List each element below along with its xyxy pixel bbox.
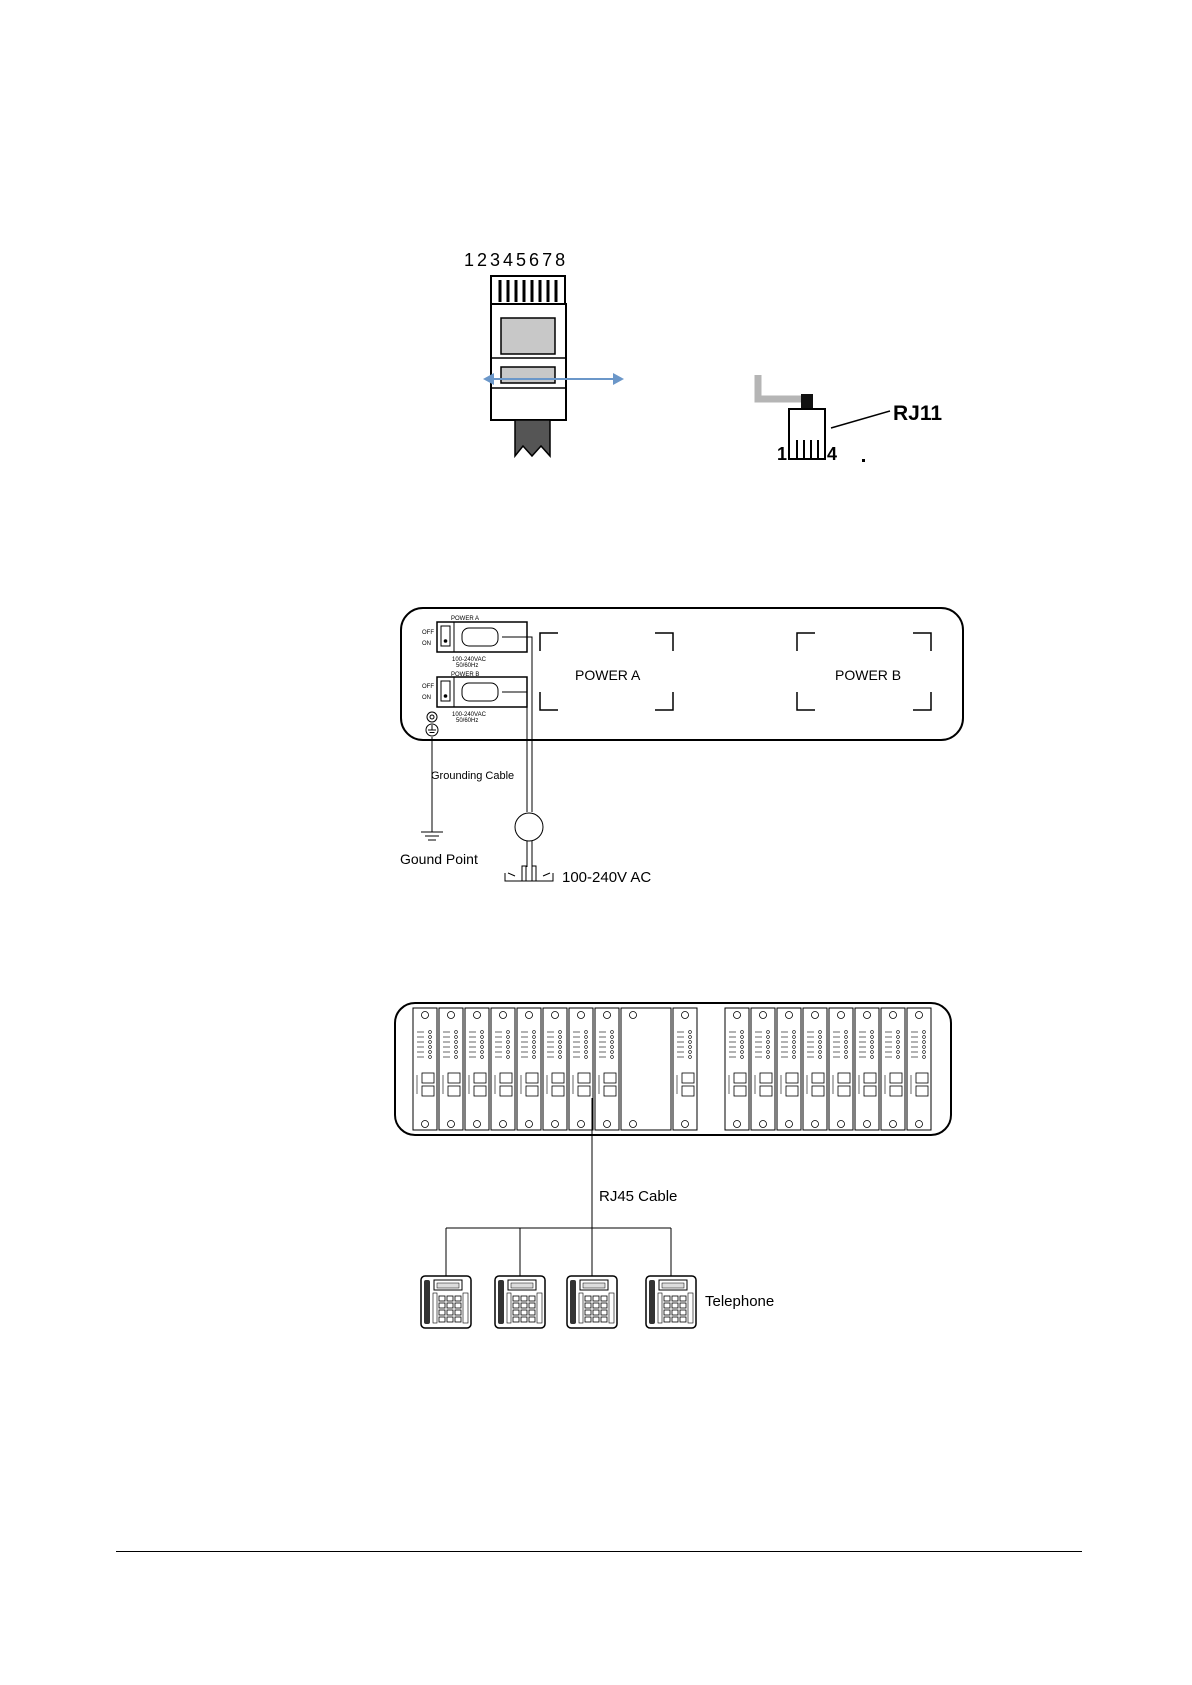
line-card-slot <box>439 1008 463 1130</box>
telephone-icon <box>567 1276 617 1328</box>
rj11-pin-first: 1 <box>777 444 787 464</box>
power-connection-diagram: POWER A OFF ON 100-240VAC 50/60Hz POWER … <box>400 608 963 886</box>
rj11-connector-diagram: 1 4 RJ11 <box>758 375 942 464</box>
rj11-latch <box>801 394 813 410</box>
rj11-leader-line <box>831 411 890 428</box>
line-card-slot <box>881 1008 905 1130</box>
svg-text:ON: ON <box>422 695 431 701</box>
ac-plug-icon <box>505 866 553 881</box>
rj11-plug-body <box>789 409 825 459</box>
rj45-pin-numbers: 12345678 <box>464 250 568 270</box>
line-card-slot <box>829 1008 853 1130</box>
line-card-slot <box>413 1008 437 1130</box>
telephones <box>421 1276 696 1328</box>
line-card-slot <box>595 1008 619 1130</box>
line-card-slot <box>907 1008 931 1130</box>
line-card-slot <box>803 1008 827 1130</box>
rj45-contacts <box>491 276 565 304</box>
line-card-slot <box>673 1008 697 1130</box>
rj45-connector-diagram: 12345678 <box>464 250 624 456</box>
line-card-slot <box>855 1008 879 1130</box>
svg-text:50/60Hz: 50/60Hz <box>456 663 478 669</box>
rj45-cable <box>515 420 550 456</box>
svg-text:ON: ON <box>422 641 431 647</box>
line-card-slot <box>491 1008 515 1130</box>
telephone-icon <box>421 1276 471 1328</box>
svg-text:POWER A: POWER A <box>451 616 479 622</box>
telephone-icon <box>495 1276 545 1328</box>
telephone-label: Telephone <box>705 1293 774 1310</box>
svg-text:OFF: OFF <box>422 630 434 636</box>
rj45-latch <box>501 367 555 383</box>
ac-input-label: 100-240V AC <box>562 869 651 886</box>
line-card-slot <box>621 1008 671 1130</box>
line-card-slot <box>725 1008 749 1130</box>
power-module-b-label: POWER B <box>835 667 901 683</box>
line-card-slot <box>569 1008 593 1130</box>
telephone-icon <box>646 1276 696 1328</box>
svg-text:OFF: OFF <box>422 684 434 690</box>
line-card-slot <box>751 1008 775 1130</box>
rj45-window <box>501 318 555 354</box>
rj45-cable-label: RJ45 Cable <box>599 1188 677 1205</box>
grounding-cable-label: Grounding Cable <box>431 770 514 782</box>
ground-symbol-icon <box>421 832 443 840</box>
ground-point-label: Gound Point <box>400 851 478 867</box>
footer-rule <box>116 1551 1082 1552</box>
svg-text:50/60Hz: 50/60Hz <box>456 718 478 724</box>
line-card-slot <box>777 1008 801 1130</box>
line-card-slot <box>517 1008 541 1130</box>
rj11-cable <box>758 375 808 399</box>
rj11-pin-last: 4 <box>827 444 837 464</box>
telephone-connection-diagram: RJ45 Cable Telephone <box>395 1003 951 1328</box>
line-card-slot <box>543 1008 567 1130</box>
rj11-label: RJ11 <box>893 402 942 425</box>
power-module-a-label: POWER A <box>575 667 641 683</box>
line-card-slot <box>465 1008 489 1130</box>
